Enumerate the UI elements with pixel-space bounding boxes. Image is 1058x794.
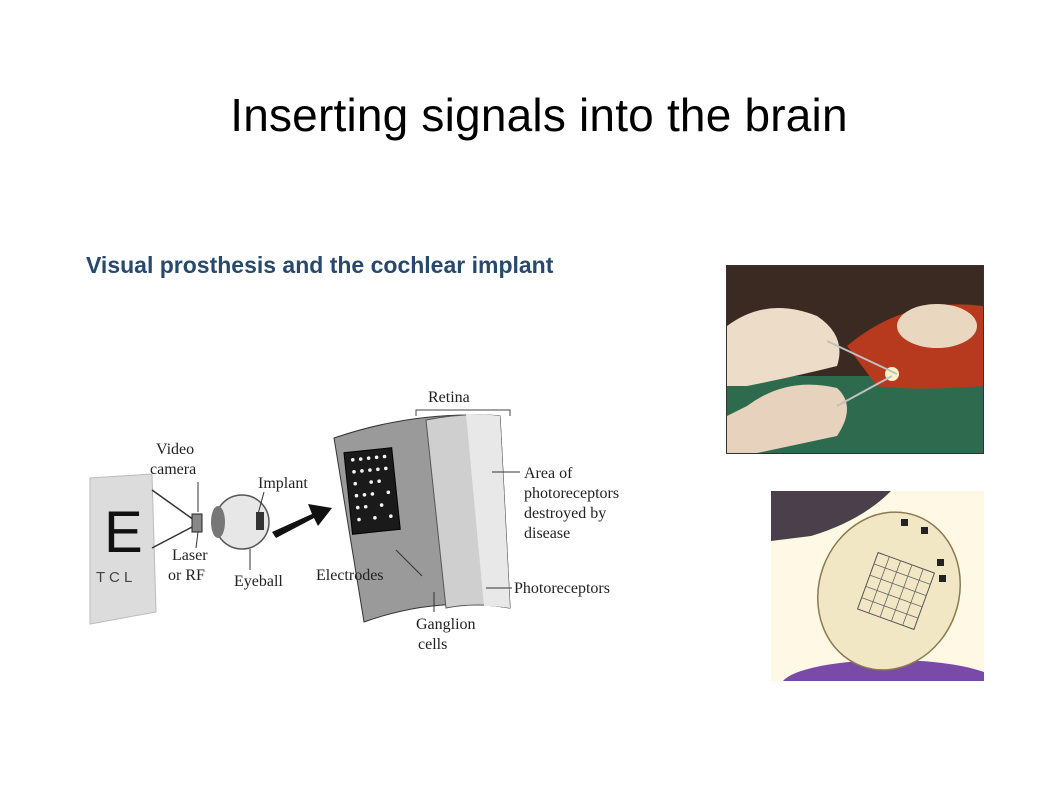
video-camera bbox=[191, 513, 203, 533]
retina-cross-section bbox=[333, 414, 511, 623]
label-eyeball: Eyeball bbox=[234, 573, 283, 590]
label-ganglion-1: Ganglion bbox=[416, 616, 476, 633]
implant-chip-photo bbox=[771, 491, 984, 681]
magnify-arrow bbox=[272, 504, 332, 538]
eye-chart: E T C L bbox=[89, 473, 157, 625]
slide-title: Inserting signals into the brain bbox=[230, 89, 848, 141]
eye-chart-letter-e: E bbox=[104, 500, 143, 565]
label-ganglion-2: cells bbox=[418, 636, 447, 653]
retinal-implant-diagram: E T C L Retina Video camera Implant bbox=[89, 389, 619, 653]
label-video-camera-2: camera bbox=[150, 461, 196, 478]
label-retina: Retina bbox=[428, 389, 470, 406]
label-electrodes: Electrodes bbox=[316, 567, 384, 584]
label-area-1: Area of bbox=[524, 465, 573, 482]
surgery-photo bbox=[726, 265, 984, 454]
label-area-3: destroyed by bbox=[524, 505, 606, 522]
label-area-2: photoreceptors bbox=[524, 485, 619, 502]
label-laser-1: Laser bbox=[172, 547, 208, 564]
label-area-4: disease bbox=[524, 525, 570, 542]
label-photoreceptors: Photoreceptors bbox=[514, 580, 610, 597]
eye-chart-small-letters: T C L bbox=[96, 569, 132, 586]
eyeball bbox=[211, 494, 270, 550]
label-laser-2: or RF bbox=[168, 567, 205, 584]
label-implant: Implant bbox=[258, 475, 308, 492]
slide-subtitle: Visual prosthesis and the cochlear impla… bbox=[86, 252, 554, 278]
label-video-camera-1: Video bbox=[156, 441, 194, 458]
